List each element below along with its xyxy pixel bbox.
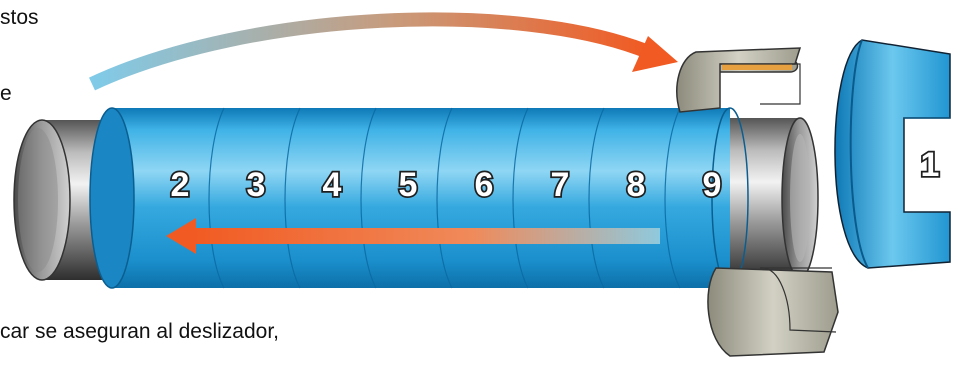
detached-segment-label: 1 — [921, 146, 940, 184]
retaining-clip-bottom — [707, 267, 839, 357]
backward-arrow — [166, 218, 660, 254]
segment-number-2: 2 — [171, 166, 190, 204]
segment-number-5: 5 — [399, 166, 418, 204]
retaining-clip-top — [676, 47, 802, 113]
segment-seam — [512, 107, 529, 289]
segment-number-6: 6 — [475, 166, 494, 204]
segment-number-7: 7 — [551, 166, 570, 204]
segment-seam — [588, 107, 605, 289]
segment-seam — [284, 107, 301, 289]
caption-bottom: car se aseguran al deslizador, — [0, 320, 279, 343]
segment-seam — [360, 107, 377, 289]
segment-number-9: 9 — [703, 166, 722, 204]
segment-number-8: 8 — [627, 166, 646, 204]
curved-transfer-arrow — [89, 12, 678, 91]
segment-seam — [436, 107, 453, 289]
segment-number-group: 2 3 4 5 6 7 8 9 — [169, 164, 723, 206]
metal-shaft — [720, 117, 819, 279]
segment-number-3: 3 — [247, 166, 266, 204]
detached-sleeve-segment — [834, 39, 951, 269]
segment-seam — [208, 107, 225, 289]
segment-seam — [664, 107, 681, 289]
caption-top-line-2: e — [0, 82, 12, 105]
segment-number-4: 4 — [323, 166, 342, 204]
blue-sleeve — [89, 107, 749, 289]
caption-top-line-1: stos — [0, 6, 39, 29]
